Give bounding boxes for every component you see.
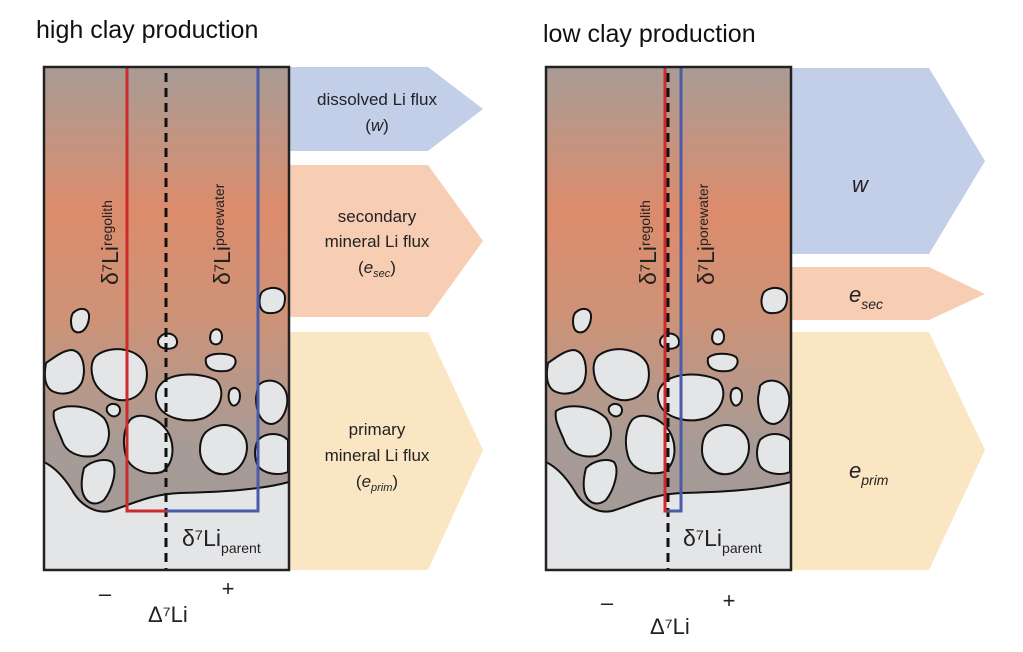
arrow-dissolved-symbol: (w) <box>365 116 389 135</box>
axis-label: Δ⁷Li <box>148 602 188 627</box>
panel-title: low clay production <box>543 20 756 48</box>
axis-plus: + <box>723 588 736 613</box>
arrow-secondary-label-1: secondary <box>338 207 417 226</box>
axis-label: Δ⁷Li <box>650 614 690 639</box>
regolith-profile-line <box>125 67 166 513</box>
regolith-profile-line <box>663 67 668 513</box>
arrow-primary-flux <box>289 332 483 570</box>
arrow-primary-label-2: mineral Li flux <box>325 446 430 465</box>
axis-minus: – <box>601 590 614 615</box>
column-border <box>544 65 793 572</box>
column-border <box>42 65 291 572</box>
arrow-dissolved-symbol: w <box>852 172 870 197</box>
parent-label: δ⁷Liparent <box>683 525 762 556</box>
parent-label: δ⁷Liparent <box>182 525 261 556</box>
arrow-secondary-flux <box>791 267 985 320</box>
arrow-secondary-symbol: esec <box>849 282 883 312</box>
arrow-secondary-flux <box>289 165 483 317</box>
panel-low-clay: low clay production w esec eprim <box>543 20 985 639</box>
porewater-label: δ⁷Liporewater <box>693 183 719 285</box>
rock-clasts <box>43 286 289 505</box>
axis-minus: – <box>99 581 112 606</box>
porewater-profile-line <box>166 67 260 513</box>
arrow-dissolved-flux <box>791 68 985 254</box>
arrow-secondary-label-2: mineral Li flux <box>325 232 430 251</box>
axis-plus: + <box>222 576 235 601</box>
rock-clasts <box>545 286 791 505</box>
panel-title: high clay production <box>36 16 258 44</box>
arrow-dissolved-label: dissolved Li flux <box>317 90 438 109</box>
arrow-primary-label-1: primary <box>349 420 406 439</box>
porewater-label: δ⁷Liporewater <box>209 183 235 285</box>
panel-high-clay: high clay production dissolved Li flux (… <box>36 16 483 627</box>
regolith-label: δ⁷Liregolith <box>97 200 123 285</box>
porewater-profile-line <box>668 67 683 513</box>
regolith-column <box>42 65 291 572</box>
arrow-primary-symbol: eprim <box>849 458 889 488</box>
regolith-label: δ⁷Liregolith <box>635 200 661 285</box>
arrow-primary-flux <box>791 332 985 570</box>
regolith-column <box>544 65 793 572</box>
arrow-dissolved-flux <box>289 67 483 151</box>
